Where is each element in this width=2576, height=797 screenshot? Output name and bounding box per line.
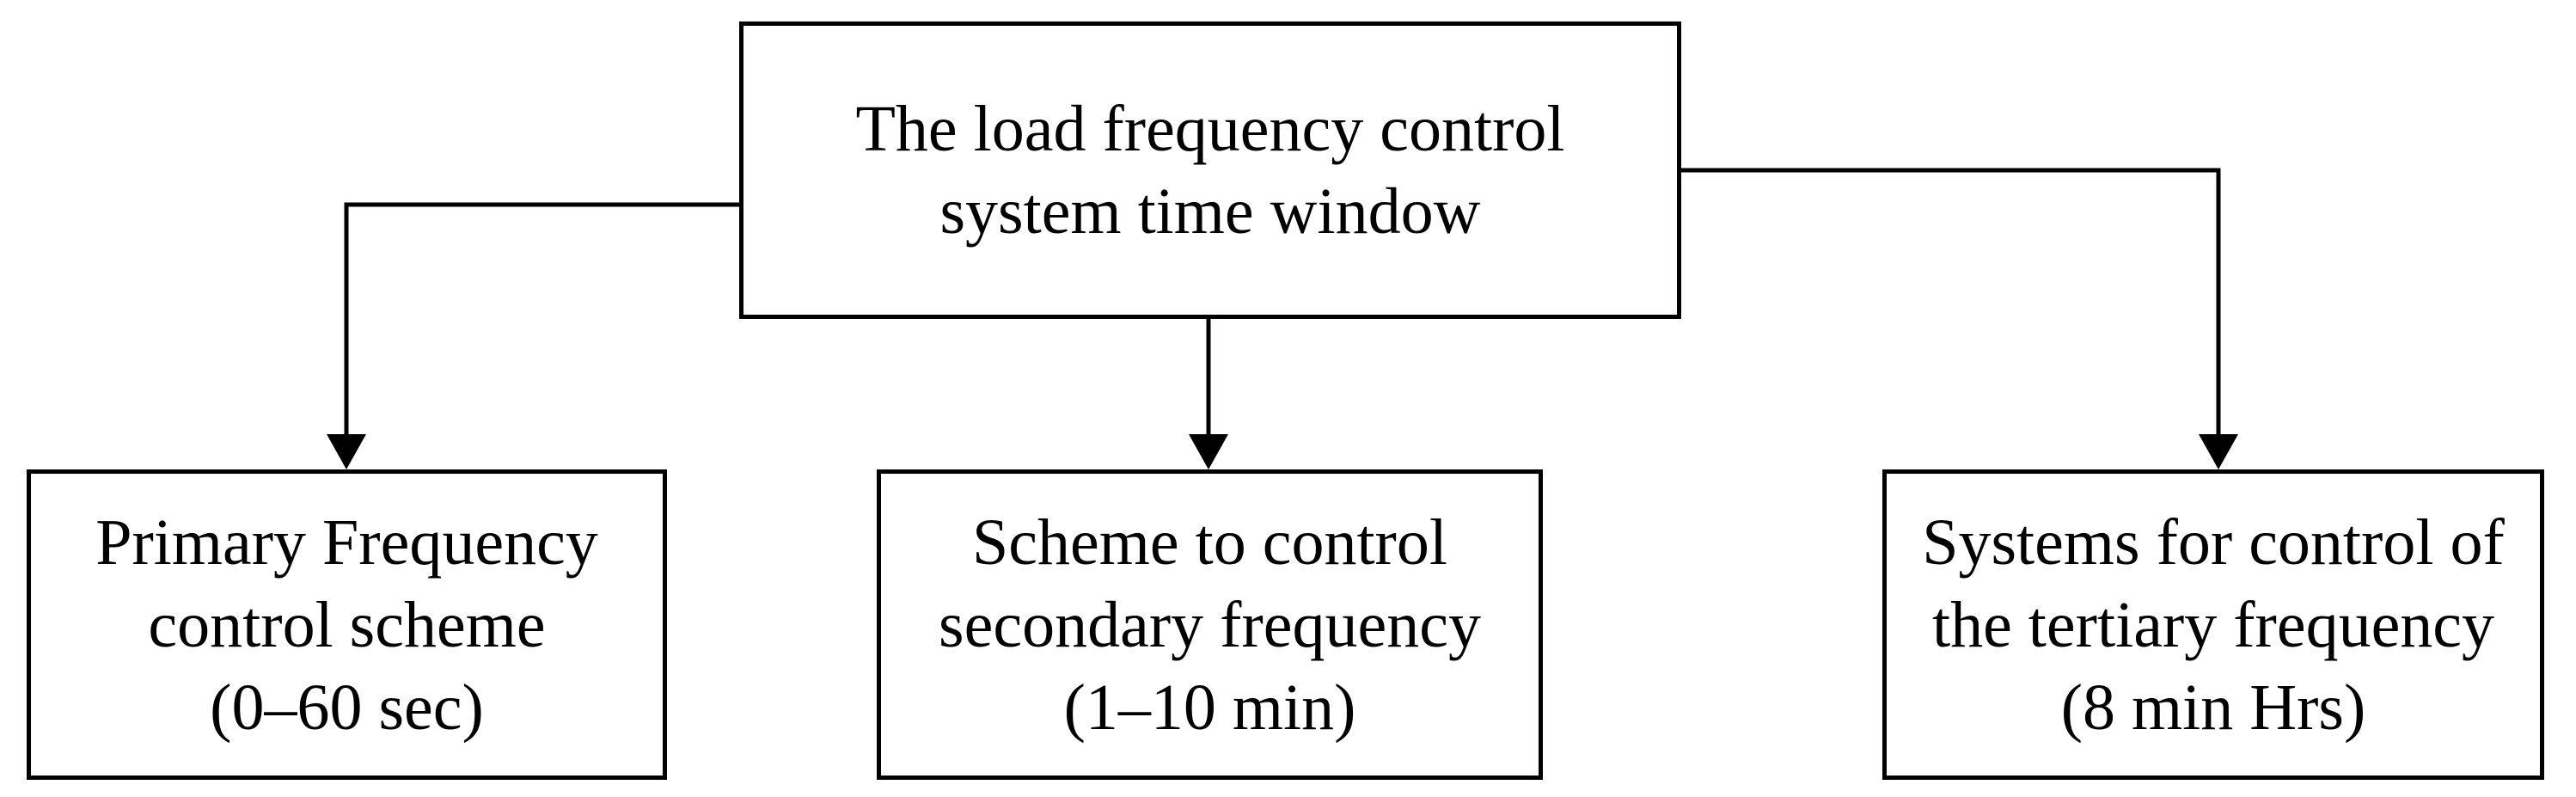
connector-root-to-primary — [344, 202, 739, 437]
secondary-node-line-3: (1–10 min) — [1063, 671, 1356, 744]
connector-root-to-tertiary — [1681, 168, 2221, 437]
primary-node-line-1: Primary Frequency — [95, 506, 598, 579]
tertiary-node-line-1: Systems for control of — [1922, 506, 2505, 579]
primary-node-line-3: (0–60 sec) — [210, 671, 484, 744]
tertiary-node-line-2: the tertiary frequency — [1931, 588, 2495, 661]
secondary-frequency-node: Scheme to control secondary frequency (1… — [877, 469, 1543, 780]
root-node-line-1: The load frequency control — [855, 93, 1565, 165]
secondary-node-line-2: secondary frequency — [939, 588, 1481, 661]
root-node-line-2: system time window — [939, 175, 1481, 248]
arrowhead-tertiary — [2199, 434, 2238, 469]
arrowhead-secondary — [1189, 434, 1228, 469]
tertiary-frequency-node: Systems for control of the tertiary freq… — [1882, 469, 2544, 780]
primary-node-line-2: control scheme — [148, 588, 546, 661]
secondary-node-line-1: Scheme to control — [972, 506, 1447, 579]
tertiary-node-line-3: (8 min Hrs) — [2060, 671, 2366, 744]
root-node-time-window: The load frequency control system time w… — [739, 21, 1681, 319]
primary-frequency-node: Primary Frequency control scheme (0–60 s… — [27, 469, 667, 780]
arrowhead-primary — [327, 434, 366, 469]
